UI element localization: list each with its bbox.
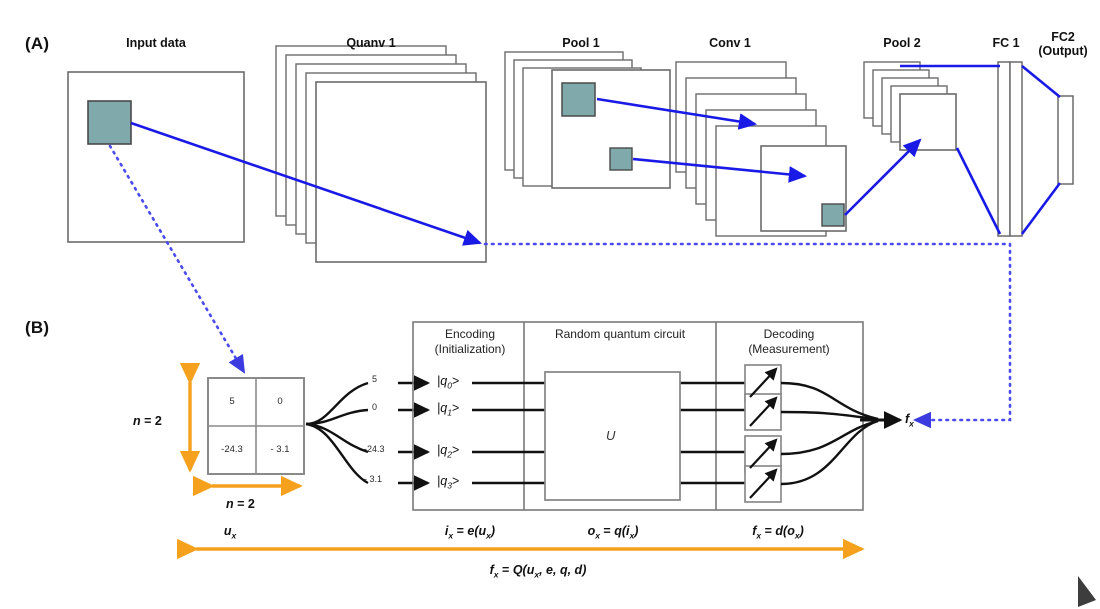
panel-a-layer-conv1 xyxy=(675,61,847,237)
qubit-label-3: |q3> xyxy=(437,474,460,491)
stage-label-decoding: Decoding (Measurement) xyxy=(718,327,860,357)
stage-label-decoding-subtitle: (Measurement) xyxy=(748,342,830,356)
panel-a-layer-input xyxy=(67,71,245,243)
unitary-label: U xyxy=(606,428,616,443)
panel-a-layer-pool2 xyxy=(863,61,957,151)
panel-a-layer-pool1 xyxy=(504,51,671,189)
patch-cell-0-1: 0 xyxy=(277,396,283,407)
stage-label-encoding-subtitle: (Initialization) xyxy=(434,342,506,356)
layer-label-input-data: Input data xyxy=(126,36,186,50)
cursor-icon xyxy=(1078,576,1096,607)
wire-value-3: - 3.1 xyxy=(364,474,383,484)
layer-label-fc-1: FC 1 xyxy=(992,36,1020,50)
layer-label-fc-2: FC2 (Output) xyxy=(1030,30,1096,58)
output-fx-label: fx xyxy=(905,412,914,429)
panel-ab-dotted-links xyxy=(108,144,1012,429)
stage-label-circuit: Random quantum circuit xyxy=(526,327,714,342)
layer-label-fc-2-main: FC2 xyxy=(1051,30,1075,44)
layer-label-fc-2-sub: (Output) xyxy=(1038,44,1088,58)
wire-value-1: 0 xyxy=(372,402,378,412)
panel-letter-b: (B) xyxy=(25,318,50,337)
layer-label-pool-2: Pool 2 xyxy=(883,36,921,50)
wire-value-2: -24.3 xyxy=(364,444,385,454)
unitary-gate-box xyxy=(544,371,681,501)
qubit-label-0: |q0> xyxy=(437,374,460,391)
wire-value-0: 5 xyxy=(372,374,378,384)
patch-cell-0-0: 5 xyxy=(229,396,235,407)
stage-label-decoding-title: Decoding xyxy=(763,327,815,341)
formula-decoding: fx = d(ox) xyxy=(752,524,804,541)
patch-to-qubit-fanout xyxy=(305,381,369,485)
panel-a-layer-fc1 xyxy=(997,61,1023,237)
qubit-wires xyxy=(472,381,745,485)
decoding-fanin xyxy=(780,381,903,486)
quantum-circuit-box xyxy=(412,321,864,511)
qubit-label-1: |q1> xyxy=(437,401,460,418)
patch-cell-1-0: -24.3 xyxy=(221,444,243,455)
input-patch-grid xyxy=(207,377,305,475)
patch-height-label: n = 2 xyxy=(133,414,162,428)
panel-a-layer-fc2 xyxy=(1057,95,1074,185)
formula-encoding: ix = e(ux) xyxy=(444,524,496,541)
patch-width-label: n = 2 xyxy=(226,497,255,511)
formula-overall: fx = Q(ux, e, q, d) xyxy=(489,563,587,580)
panel-letter-a: (A) xyxy=(25,34,50,53)
panel-a-layer-quanv1 xyxy=(275,45,487,263)
measurement-gates xyxy=(744,364,782,503)
stage-label-encoding: Encoding (Initialization) xyxy=(418,327,522,357)
layer-label-quanv-1: Quanv 1 xyxy=(346,36,396,50)
stage-label-circuit-title: Random quantum circuit xyxy=(554,327,686,341)
panel-a-flow-arrows xyxy=(130,64,1062,246)
patch-dimension-arrows xyxy=(179,362,303,497)
layer-label-conv-1: Conv 1 xyxy=(709,36,751,50)
formula-circuit: ox = q(ix) xyxy=(587,524,639,541)
layer-label-pool-1: Pool 1 xyxy=(562,36,600,50)
qubit-label-2: |q2> xyxy=(437,443,460,460)
patch-cell-1-1: - 3.1 xyxy=(270,444,290,455)
stage-label-encoding-title: Encoding xyxy=(444,327,496,341)
formula-input-patch: ux xyxy=(223,524,237,541)
